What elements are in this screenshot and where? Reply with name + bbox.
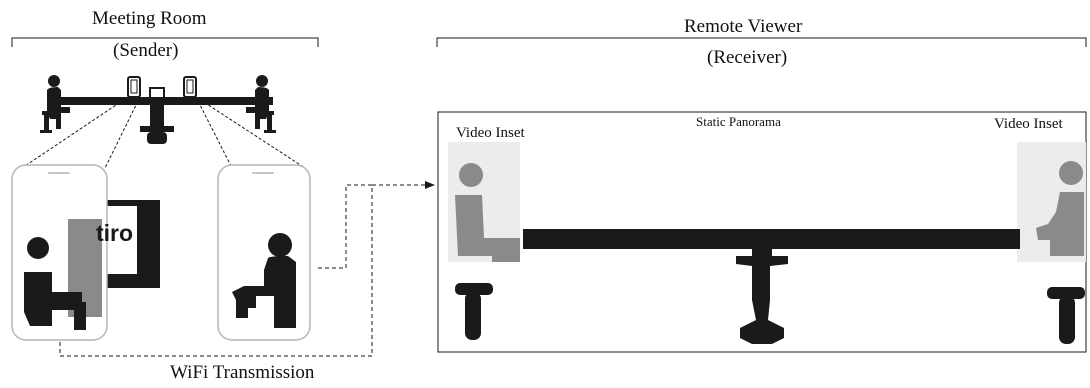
phone-left-person-icon: [24, 237, 86, 330]
video-inset-left-person-icon: [455, 163, 520, 262]
video-inset-left-label: Video Inset: [456, 125, 525, 141]
panorama-chair-left: [455, 283, 493, 340]
zoom-line-left-outer: [21, 96, 129, 169]
phone-on-table-left-icon: [127, 76, 141, 98]
receiver-title: Remote Viewer: [684, 16, 803, 37]
meeting-table: [60, 97, 273, 144]
wifi-transmission-label: WiFi Transmission: [170, 362, 315, 383]
phone-right-person-icon: [232, 233, 296, 328]
sender-bracket: [11, 37, 319, 47]
phone-on-table-right-icon: [183, 76, 197, 98]
zoom-line-right-outer: [195, 96, 306, 169]
phone-right: [217, 164, 311, 341]
receiver-bracket: [436, 37, 1087, 47]
sender-subtitle: (Sender): [113, 40, 179, 61]
panorama-chair-right: [1047, 287, 1085, 344]
zoom-line-right-inner: [195, 96, 233, 169]
transmission-path-phone-left: [59, 185, 373, 357]
fiducial-marker-text: tiro: [96, 220, 134, 246]
transmission-path-phone-right: [318, 184, 372, 269]
table-marker-icon: [149, 87, 165, 99]
receiver-subtitle: (Receiver): [707, 47, 788, 68]
video-inset-right-label: Video Inset: [994, 116, 1063, 132]
static-panorama-label: Static Panorama: [696, 114, 781, 129]
zoom-line-left-inner: [104, 96, 141, 169]
participant-right-icon: [246, 75, 276, 133]
panorama-table: [523, 229, 1020, 344]
video-inset-right-person-icon: [1036, 161, 1084, 256]
participant-left-icon: [40, 75, 70, 133]
sender-title: Meeting Room: [92, 8, 207, 29]
